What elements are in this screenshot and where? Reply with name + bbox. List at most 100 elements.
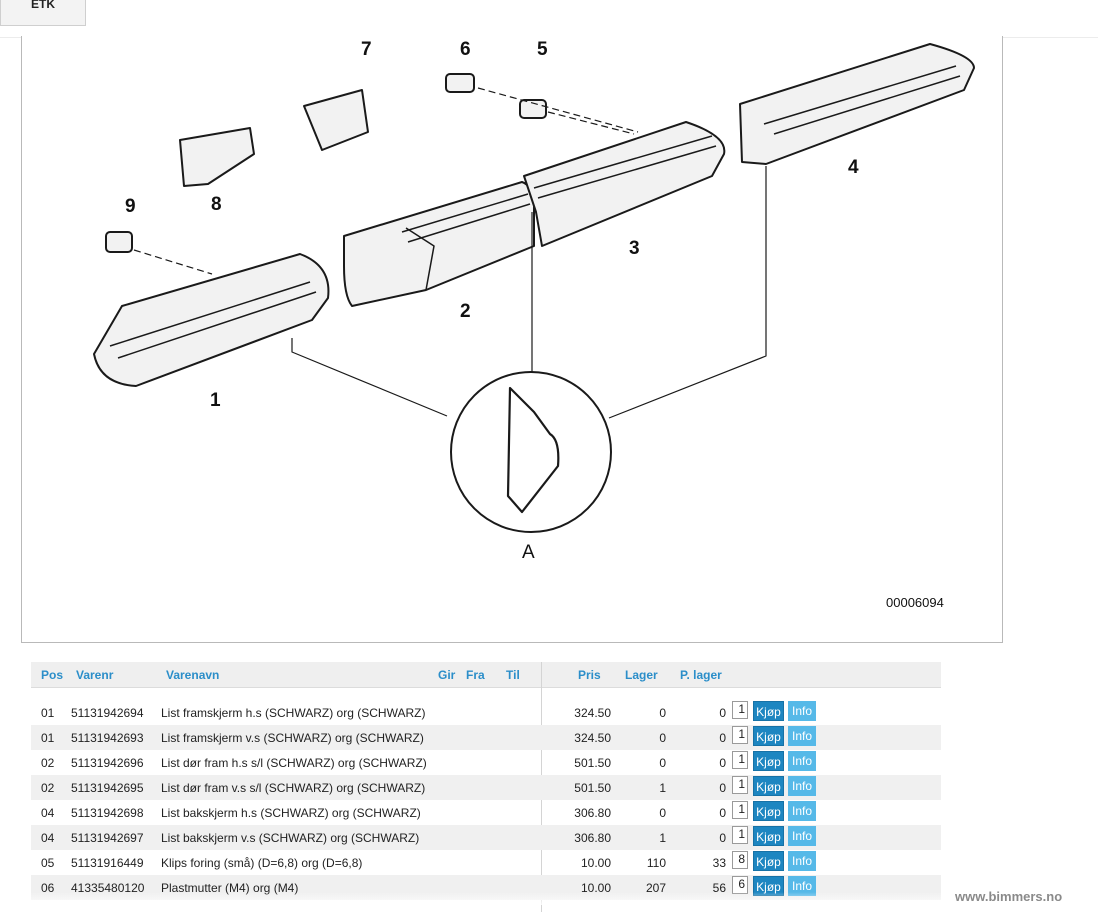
buy-button[interactable]: Kjøp: [753, 801, 784, 821]
table-row: 02 51131942695 List dør fram v.s s/l (SC…: [31, 775, 941, 800]
diagram-id: 00006094: [886, 595, 944, 610]
row-pos: 04: [41, 831, 55, 845]
row-plager: 0: [719, 806, 726, 820]
table-row: 01 51131942694 List framskjerm h.s (SCHW…: [31, 700, 941, 725]
buy-button[interactable]: Kjøp: [753, 776, 784, 796]
row-pos: 05: [41, 856, 55, 870]
row-plager: 0: [719, 706, 726, 720]
buy-button[interactable]: Kjøp: [753, 876, 784, 896]
row-pris: 306.80: [574, 806, 611, 820]
tab-bar: ETK: [0, 0, 1098, 38]
row-varenr: 51131942694: [71, 706, 144, 720]
col-varenavn: Varenavn: [166, 668, 220, 682]
info-button[interactable]: Info: [788, 826, 816, 846]
row-plager: 56: [712, 881, 726, 895]
row-lager: 1: [659, 831, 666, 845]
table-row: 04 51131942697 List bakskjerm v.s (SCHWA…: [31, 825, 941, 850]
row-lager: 207: [645, 881, 666, 895]
quantity-input[interactable]: 8: [732, 851, 748, 869]
row-varenr: 51131916449: [71, 856, 144, 870]
row-pos: 02: [41, 756, 55, 770]
row-varenr: 51131942693: [71, 731, 144, 745]
row-varenavn: List bakskjerm v.s (SCHWARZ) org (SCHWAR…: [161, 831, 420, 845]
callout-3: 3: [629, 238, 640, 259]
info-button[interactable]: Info: [788, 776, 816, 796]
parts-diagram: 1 2 3 4 5 6 7 8 9 A 00006094: [21, 36, 1003, 643]
col-pos: Pos: [41, 668, 64, 682]
row-pos: 01: [41, 731, 55, 745]
row-plager: 33: [712, 856, 726, 870]
quantity-input[interactable]: 1: [732, 776, 748, 794]
table-row: 02 51131942696 List dør fram h.s s/l (SC…: [31, 750, 941, 775]
info-button[interactable]: Info: [788, 726, 816, 746]
callout-9: 9: [125, 196, 136, 217]
quantity-input[interactable]: 1: [732, 701, 748, 719]
info-button[interactable]: Info: [788, 801, 816, 821]
row-plager: 0: [719, 756, 726, 770]
buy-button[interactable]: Kjøp: [753, 826, 784, 846]
info-button[interactable]: Info: [788, 876, 816, 896]
row-pris: 501.50: [574, 781, 611, 795]
site-watermark: www.bimmers.no: [955, 889, 1063, 904]
quantity-input[interactable]: 1: [732, 726, 748, 744]
col-pris: Pris: [578, 668, 601, 682]
row-lager: 1: [659, 781, 666, 795]
row-varenr: 51131942697: [71, 831, 144, 845]
quantity-input[interactable]: 1: [732, 826, 748, 844]
row-pris: 10.00: [580, 881, 611, 895]
row-plager: 0: [719, 781, 726, 795]
row-varenavn: Klips foring (små) (D=6,8) org (D=6,8): [161, 856, 363, 870]
col-plager: P. lager: [680, 668, 722, 682]
buy-button[interactable]: Kjøp: [753, 751, 784, 771]
row-lager: 0: [659, 731, 666, 745]
buy-button[interactable]: Kjøp: [753, 851, 784, 871]
row-varenavn: List dør fram h.s s/l (SCHWARZ) org (SCH…: [161, 756, 427, 770]
tab-etk[interactable]: ETK: [0, 0, 86, 26]
callout-6: 6: [460, 39, 471, 60]
row-lager: 110: [646, 856, 666, 870]
row-pris: 324.50: [574, 731, 611, 745]
row-pos: 01: [41, 706, 55, 720]
col-gir: Gir: [438, 668, 456, 682]
row-pos: 02: [41, 781, 55, 795]
quantity-input[interactable]: 1: [732, 751, 748, 769]
info-button[interactable]: Info: [788, 851, 816, 871]
callout-7: 7: [361, 39, 372, 60]
exploded-view-drawing: 1 2 3 4 5 6 7 8 9 A: [93, 39, 975, 563]
table-row: 05 51131916449 Klips foring (små) (D=6,8…: [31, 850, 941, 875]
row-varenr: 51131942695: [71, 781, 144, 795]
row-varenavn: List bakskjerm h.s (SCHWARZ) org (SCHWAR…: [161, 806, 421, 820]
quantity-input[interactable]: 1: [732, 801, 748, 819]
row-varenavn: List dør fram v.s s/l (SCHWARZ) org (SCH…: [161, 781, 426, 795]
row-varenavn: List framskjerm h.s (SCHWARZ) org (SCHWA…: [161, 706, 426, 720]
row-pos: 06: [41, 881, 55, 895]
callout-5: 5: [537, 39, 548, 60]
table-header: Pos Varenr Varenavn Gir Fra Til Pris Lag…: [31, 662, 941, 688]
row-pris: 324.50: [574, 706, 611, 720]
col-fra: Fra: [466, 668, 485, 682]
row-varenr: 41335480120: [71, 881, 145, 895]
row-varenavn: List framskjerm v.s (SCHWARZ) org (SCHWA…: [161, 731, 424, 745]
detail-label-a: A: [522, 542, 535, 563]
row-varenavn: Plastmutter (M4) org (M4): [161, 881, 299, 895]
row-lager: 0: [659, 706, 666, 720]
row-pris: 306.80: [574, 831, 611, 845]
row-pris: 501.50: [574, 756, 611, 770]
callout-8: 8: [211, 194, 222, 215]
row-lager: 0: [659, 806, 666, 820]
callout-1: 1: [210, 390, 221, 411]
table-row: 04 51131942698 List bakskjerm h.s (SCHWA…: [31, 800, 941, 825]
row-pos: 04: [41, 806, 55, 820]
row-plager: 0: [719, 731, 726, 745]
info-button[interactable]: Info: [788, 751, 816, 771]
buy-button[interactable]: Kjøp: [753, 701, 784, 721]
buy-button[interactable]: Kjøp: [753, 726, 784, 746]
row-lager: 0: [659, 756, 666, 770]
row-varenr: 51131942696: [71, 756, 144, 770]
table-row: 01 51131942693 List framskjerm v.s (SCHW…: [31, 725, 941, 750]
info-button[interactable]: Info: [788, 701, 816, 721]
col-til: Til: [506, 668, 520, 682]
row-pris: 10.00: [580, 856, 611, 870]
col-lager: Lager: [625, 668, 658, 682]
callout-2: 2: [460, 301, 471, 322]
